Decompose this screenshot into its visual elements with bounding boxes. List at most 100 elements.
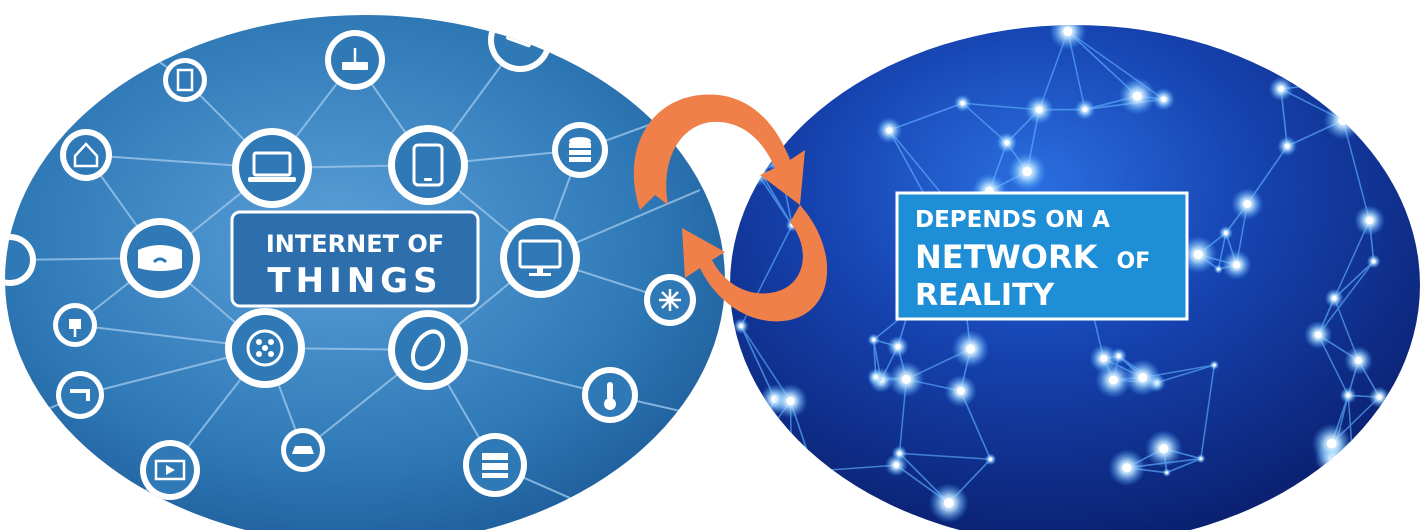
plug-icon [53,303,97,347]
network-node [1213,363,1216,367]
thermometer-icon [582,367,638,423]
network-node [893,462,900,468]
network-line2-small: OF [1117,249,1151,274]
network-link [739,471,793,509]
network-link [740,470,814,473]
network-line1: DEPENDS ON A [915,207,1110,233]
network-link [739,398,776,473]
network-node [1132,91,1142,101]
network-link [1166,457,1202,474]
network-node-glow [731,463,749,481]
network-link [746,148,759,174]
network-node [1165,471,1168,474]
network-link [1156,364,1215,384]
network-node [754,170,761,177]
network-link [739,471,793,509]
network-link [1317,260,1375,336]
network-node [1138,372,1148,383]
network-node [737,469,743,475]
monitor-icon [500,218,580,298]
network-node [786,396,795,406]
network-node [873,374,879,380]
network-link [739,398,776,473]
network-node [1365,216,1374,225]
network-node [1376,394,1383,400]
network-label-box: DEPENDS ON A NETWORK OF REALITY [895,191,1189,321]
network-node [1217,267,1220,271]
network-node-glow [1339,46,1359,67]
network-node [1243,199,1252,208]
security-camera-icon [488,15,552,72]
network-node [1349,463,1358,471]
vr-headset-icon [120,218,200,298]
network-node [1199,457,1203,460]
network-node [989,457,993,461]
network-link [1342,56,1350,121]
tablet-icon [388,125,468,205]
iot-title-box: INTERNET OF THINGS [230,210,480,308]
network-node [1331,295,1337,301]
network-link [1348,41,1383,58]
network-node [1326,438,1337,449]
network-node-glow [1338,451,1369,482]
network-node [895,343,901,350]
network-node [956,386,965,396]
network-node [1346,53,1352,59]
network-node-glow [1323,100,1363,140]
network-link [740,470,814,473]
iot-title-line2: THINGS [267,261,442,301]
network-node-glow [807,465,820,478]
network-node [1346,393,1351,398]
network-node [1193,249,1203,260]
network-node [1116,354,1121,359]
router-icon [325,30,385,90]
network-node-glow [784,500,800,516]
database-icon [552,122,608,178]
network-node [1224,231,1228,235]
network-node [886,127,893,134]
network-link [899,452,991,461]
network-node [943,498,954,509]
network-node [1232,261,1241,269]
network-node [1354,356,1363,365]
network-node [1378,38,1387,47]
network-link [1327,55,1350,84]
network-node [872,338,876,342]
snowflake-icon [644,274,696,326]
network-node [1082,106,1088,113]
network-line3: REALITY [915,278,1056,313]
network-node [901,374,911,384]
network-node [790,506,795,511]
network-node [1100,355,1108,363]
network-link [1332,456,1354,468]
contact-lens-icon [388,310,468,390]
door-icon [163,58,207,102]
network-node [1371,259,1376,264]
network-node [965,344,976,354]
car-icon [281,428,325,472]
network-node [1063,26,1073,37]
network-node [1323,79,1333,88]
iot-panel: INTERNET OF THINGS [5,15,725,530]
laptop-icon [232,128,312,208]
network-node [1338,115,1348,126]
network-node [812,469,816,473]
network-node [1108,375,1118,385]
cycle-arrow-top-icon [633,94,805,210]
network-node-glow [741,143,753,155]
server-icon [463,433,527,497]
network-node [897,451,902,456]
network-node [1004,140,1010,146]
network-line2-big: NETWORK [915,238,1099,276]
network-node [1277,85,1285,93]
network-link [791,470,815,509]
network-node [960,101,965,106]
network-link [791,470,815,509]
network-link [1332,456,1354,468]
smartwatch-icon [225,308,305,388]
network-link [1342,56,1350,121]
network-node [1159,443,1169,454]
network-node [1160,96,1167,103]
network-node [1035,106,1043,114]
